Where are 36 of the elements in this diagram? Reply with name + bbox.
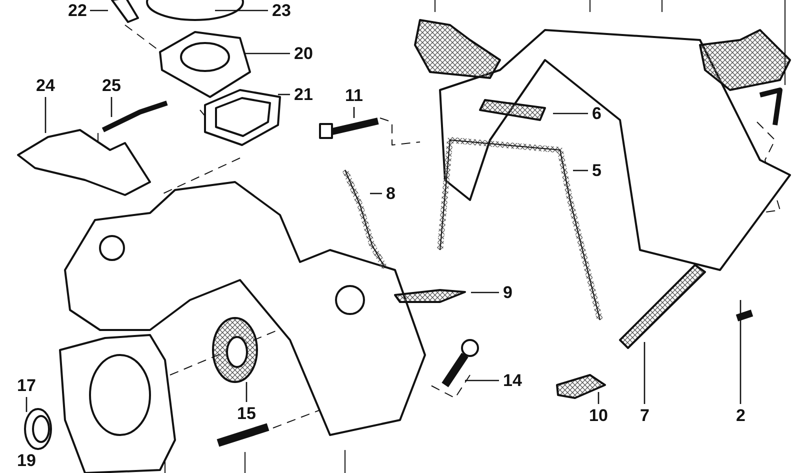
callout-number: 2 — [736, 407, 746, 424]
callout-number: 15 — [237, 405, 256, 422]
callout-number: 7 — [640, 407, 650, 424]
callout-number: 5 — [592, 162, 602, 179]
callout-number: 14 — [503, 372, 522, 389]
leader-line — [353, 107, 355, 118]
callout-number: 23 — [272, 2, 291, 19]
leader-line — [90, 10, 108, 12]
leader-line — [370, 192, 382, 194]
leader-line — [278, 94, 290, 96]
callout-number: 21 — [294, 86, 313, 103]
callout-number: 24 — [36, 77, 55, 94]
gasket-drawing — [212, 317, 258, 383]
leader-line — [245, 52, 290, 54]
leader-line — [644, 342, 646, 404]
callout-number: 22 — [68, 2, 87, 19]
leader-line — [740, 300, 742, 404]
leader-line — [26, 397, 28, 412]
leader-line — [573, 170, 588, 172]
leader-line — [553, 112, 588, 114]
callout-number: 17 — [17, 377, 36, 394]
callout-number: 10 — [589, 407, 608, 424]
leader-line — [598, 392, 600, 404]
leader-line — [471, 292, 499, 294]
leader-line — [215, 10, 268, 12]
callout-number: 11 — [345, 87, 363, 104]
callout-number: 6 — [592, 105, 602, 122]
leader-line — [44, 97, 46, 133]
callout-number: 8 — [386, 185, 396, 202]
callout-number: 20 — [294, 45, 313, 62]
leader-line — [110, 97, 112, 117]
callout-number: 9 — [503, 284, 512, 301]
callout-number: 25 — [102, 77, 121, 94]
leader-line — [246, 382, 248, 402]
leader-line — [465, 380, 499, 382]
callout-number: 19 — [17, 452, 36, 469]
